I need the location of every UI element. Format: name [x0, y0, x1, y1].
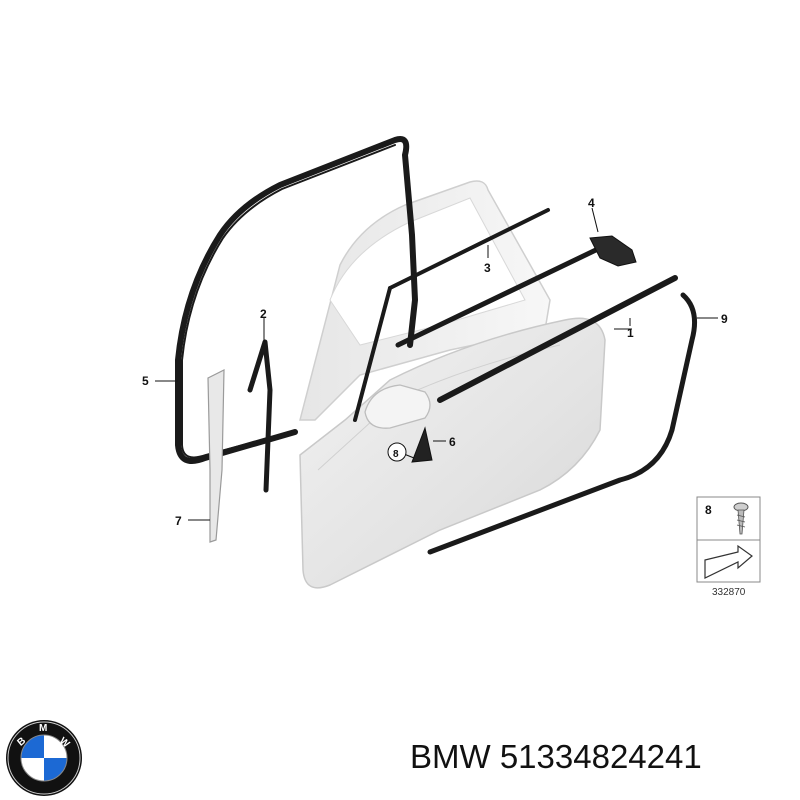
part-5-door-frame-seal	[175, 136, 418, 464]
svg-text:8: 8	[393, 449, 399, 460]
bmw-logo-icon: B M W	[6, 720, 82, 796]
part-9-rear-edge-seal	[427, 292, 697, 555]
leader-lines	[155, 207, 718, 521]
part-caption: BMW 51334824241	[410, 738, 702, 776]
callout-2: 2	[260, 307, 267, 321]
legend-item-number: 8	[705, 503, 712, 517]
callout-4: 4	[588, 196, 595, 210]
screw-icon	[733, 502, 749, 535]
part-number: 51334824241	[499, 738, 702, 775]
callout-5: 5	[142, 374, 149, 388]
callout-3: 3	[484, 261, 491, 275]
diagram-number: 332870	[712, 587, 746, 598]
callout-1: 1	[627, 326, 634, 340]
callout-8-circled: 8	[387, 442, 407, 462]
part-6-triangle-cover	[411, 426, 433, 463]
brand-name: BMW	[410, 738, 491, 775]
part-3-window-channel-strip	[353, 208, 550, 422]
mirror-housing	[364, 384, 431, 429]
part-1-belt-weatherstrip	[437, 275, 678, 403]
fastener-legend-box: 8	[696, 496, 761, 583]
part-7-pillar-trim	[207, 369, 225, 543]
part-2-pillar-seal	[247, 339, 273, 493]
callout-6: 6	[449, 435, 456, 449]
part-4-inner-belt-seal	[395, 235, 637, 348]
direction-arrow-icon	[704, 544, 753, 579]
callout-9: 9	[721, 312, 728, 326]
callout-7: 7	[175, 514, 182, 528]
logo-letter-m: M	[39, 723, 47, 734]
